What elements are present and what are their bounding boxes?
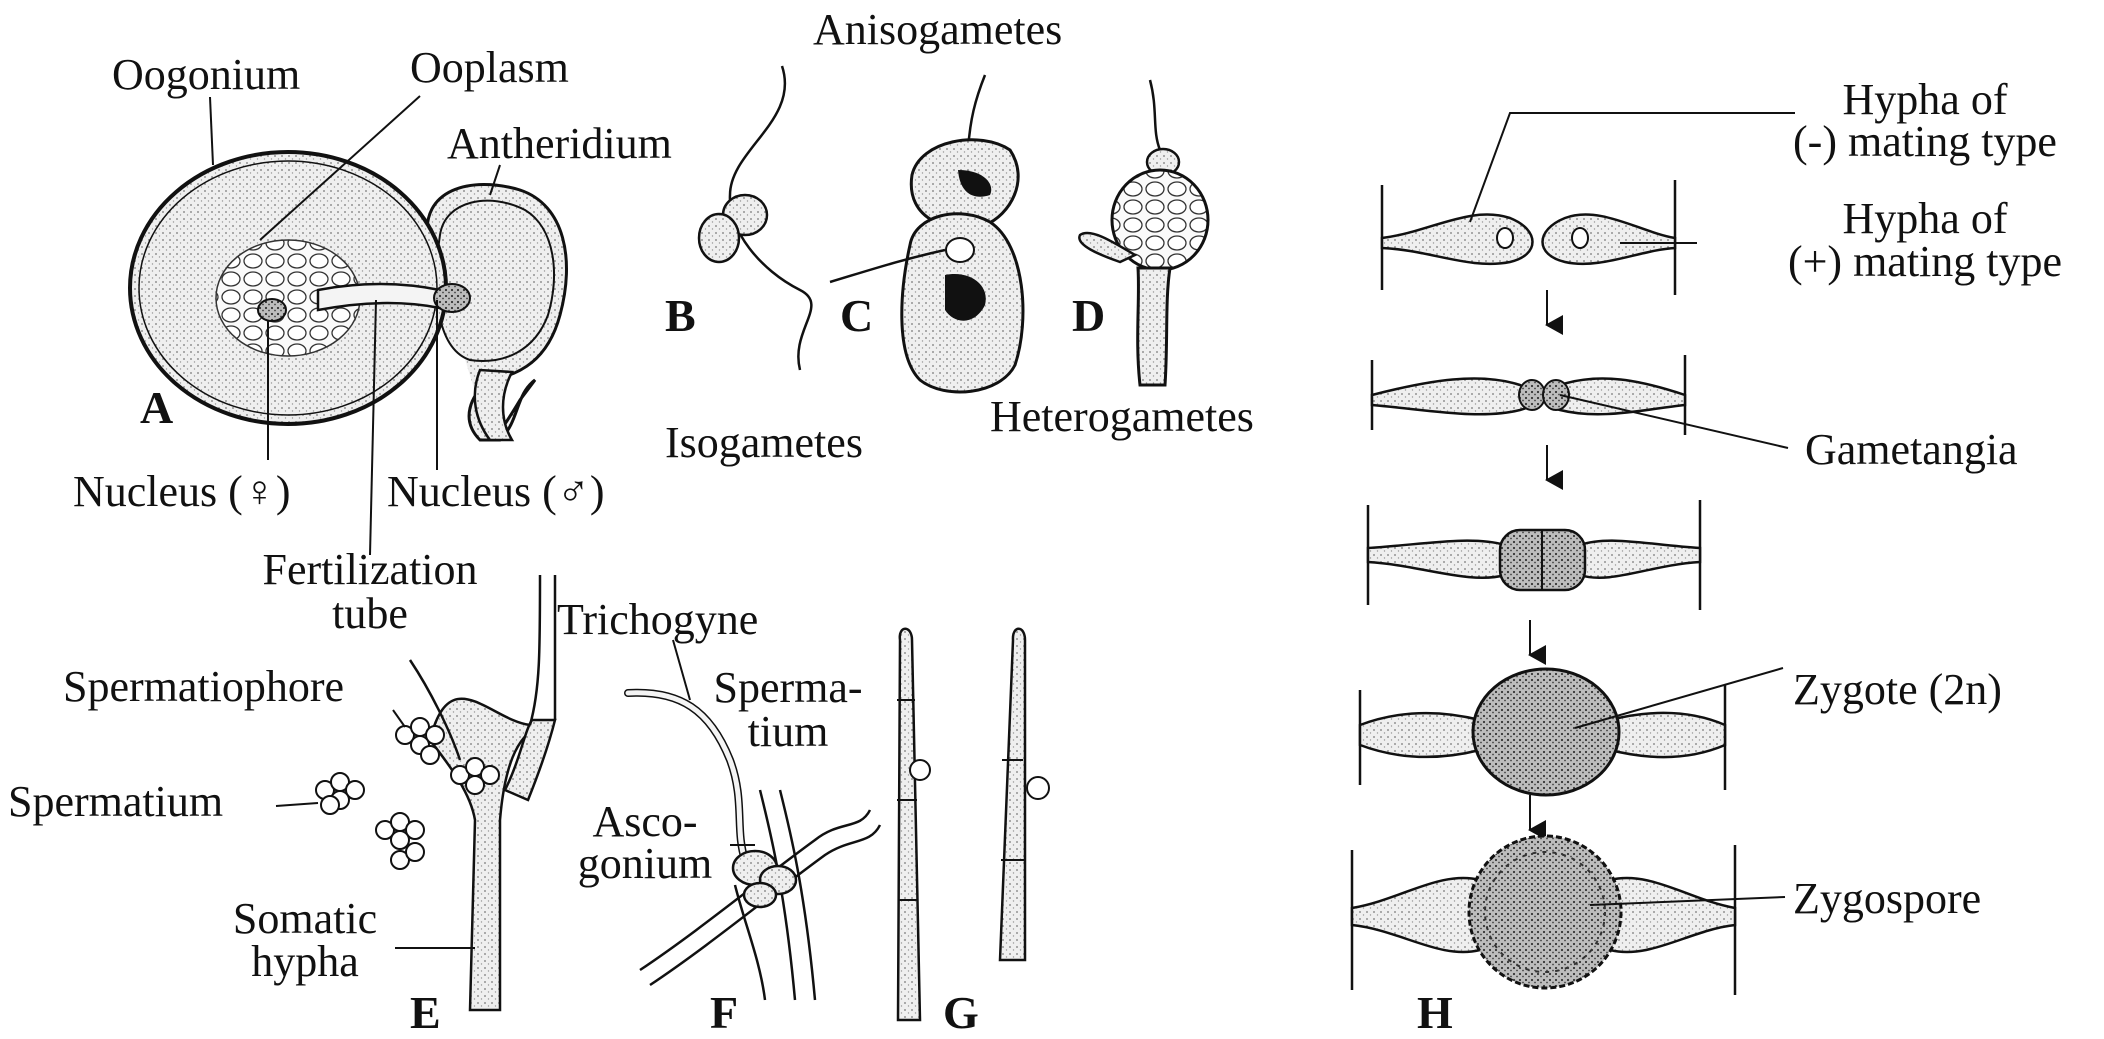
label-fertilization-tube-line2: tube — [230, 592, 510, 636]
panel-h-figure — [1352, 113, 1795, 995]
label-spermatiophore: Spermatiophore — [63, 665, 344, 709]
panel-g-figure — [897, 629, 1049, 1020]
label-fertilization-tube-line1: Fertilization — [230, 548, 510, 592]
label-spermatium-e: Spermatium — [8, 780, 223, 824]
label-somatic-hypha-line1: Somatic — [200, 897, 410, 941]
label-zygospore: Zygospore — [1793, 877, 1981, 921]
nucleus-female-shape — [258, 299, 286, 321]
label-nucleus-female: Nucleus (♀) — [73, 470, 291, 514]
panel-letter-d: D — [1072, 293, 1105, 339]
panel-letter-f: F — [710, 990, 738, 1036]
panel-letter-c: C — [840, 293, 873, 339]
label-oogonium: Oogonium — [112, 53, 300, 97]
panel-letter-b: B — [665, 293, 696, 339]
label-antheridium: Antheridium — [447, 122, 672, 166]
label-nucleus-male: Nucleus (♂) — [387, 470, 605, 514]
panel-b-figure — [699, 66, 811, 370]
label-hypha-minus-line2: (-) mating type — [1760, 120, 2090, 164]
label-hypha-plus-line2: (+) mating type — [1760, 240, 2090, 284]
panel-letter-h: H — [1417, 990, 1453, 1036]
label-gametangia: Gametangia — [1805, 428, 2018, 472]
panel-letter-g: G — [943, 990, 979, 1036]
label-hypha-minus-line1: Hypha of — [1760, 78, 2090, 122]
label-anisogametes: Anisogametes — [813, 8, 1062, 52]
label-ooplasm: Ooplasm — [410, 46, 569, 90]
panel-letter-a: A — [140, 385, 173, 431]
label-zygote: Zygote (2n) — [1793, 668, 2002, 712]
label-hypha-plus-line1: Hypha of — [1760, 197, 2090, 241]
label-somatic-hypha-line2: hypha — [200, 940, 410, 984]
label-spermatium-f-line1: Sperma- — [688, 666, 888, 710]
nucleus-male-shape — [434, 284, 470, 312]
label-isogametes: Isogametes — [665, 421, 863, 465]
label-ascogonium-line2: gonium — [555, 842, 735, 886]
label-ascogonium-line1: Asco- — [555, 800, 735, 844]
label-heterogametes: Heterogametes — [990, 395, 1254, 439]
label-spermatium-f-line2: tium — [688, 710, 888, 754]
panel-letter-e: E — [410, 990, 441, 1036]
label-trichogyne: Trichogyne — [557, 598, 758, 642]
